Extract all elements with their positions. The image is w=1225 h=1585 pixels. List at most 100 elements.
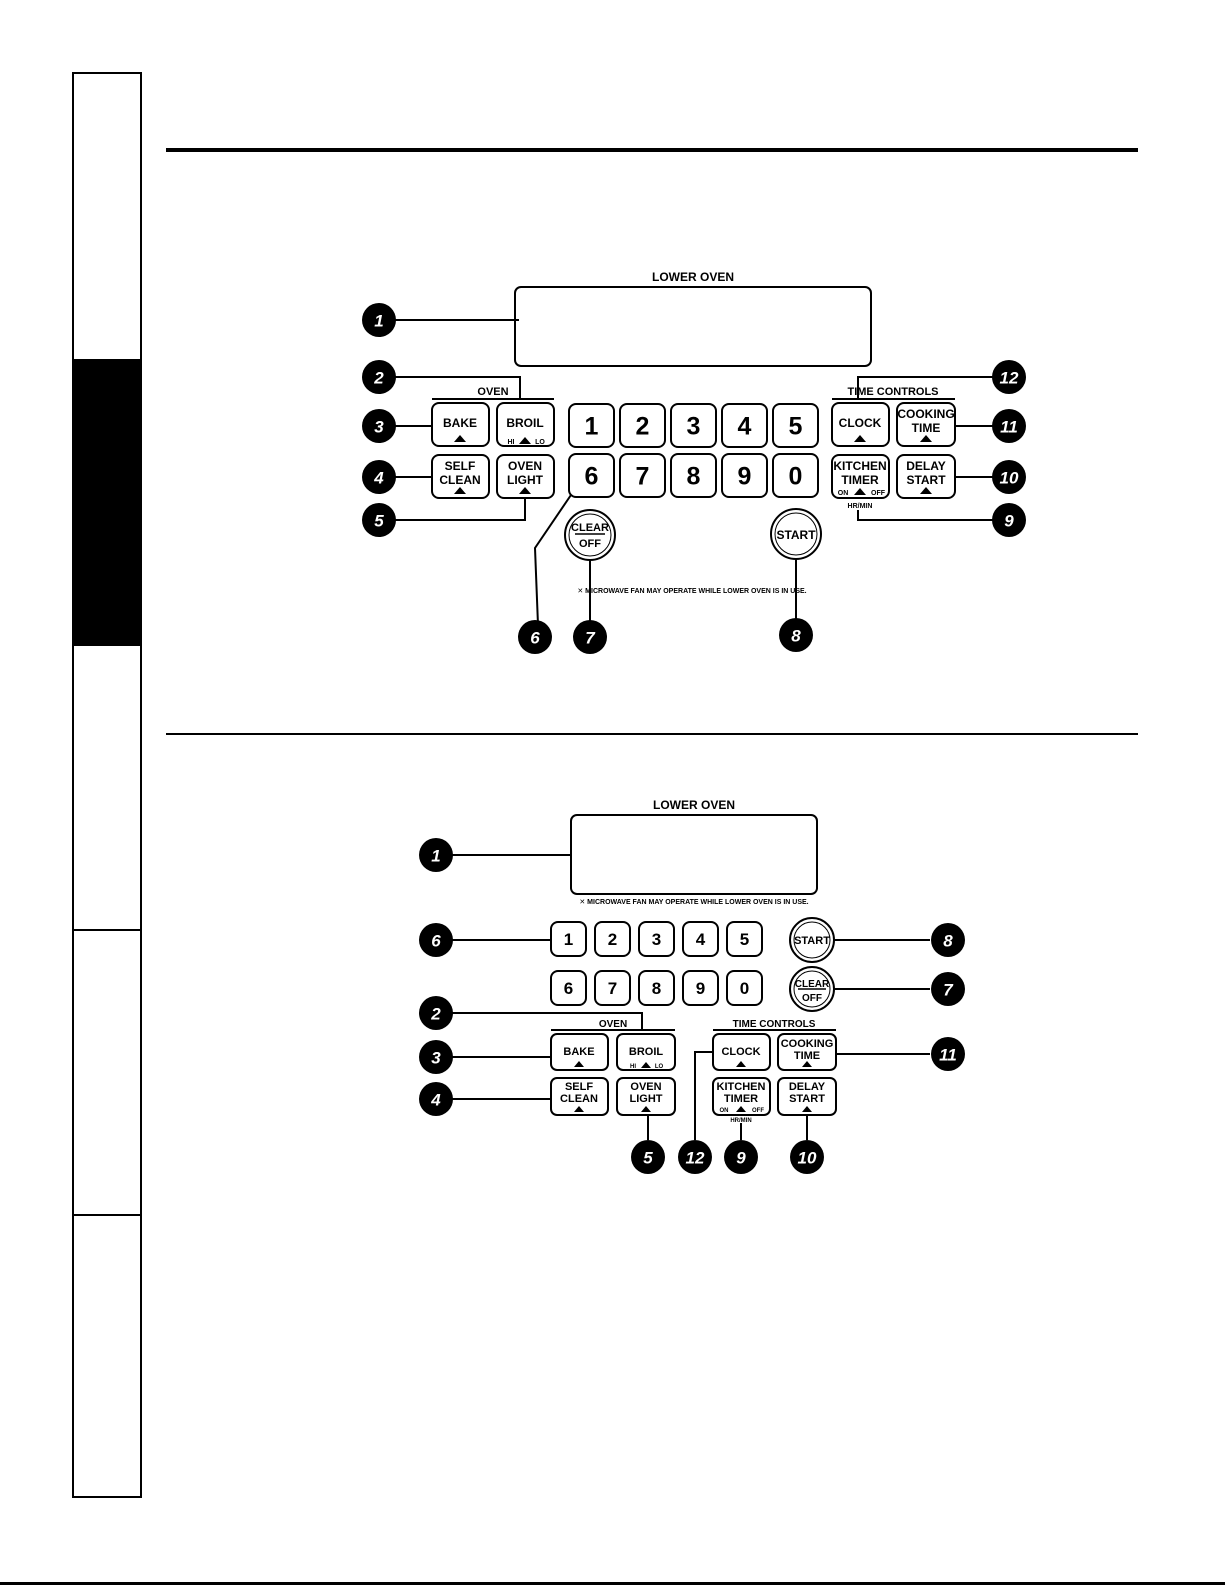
oven-group-label-compact: OVEN bbox=[599, 1019, 627, 1030]
start-button-compact[interactable]: START bbox=[789, 917, 835, 963]
svg-text:12: 12 bbox=[1000, 368, 1019, 387]
display-window-compact bbox=[570, 814, 818, 895]
svg-text:10: 10 bbox=[798, 1148, 817, 1167]
callout-9-compact: 9 bbox=[724, 1140, 758, 1174]
clear-off-button[interactable]: CLEAR OFF bbox=[564, 509, 616, 561]
section-tab-3 bbox=[74, 644, 140, 931]
control-panel-wide: LOWER OVEN OVEN TIME CONTROLS BAKE BROIL… bbox=[362, 270, 1026, 654]
section-rule-top bbox=[166, 148, 1138, 152]
svg-text:START: START bbox=[906, 473, 946, 487]
digit-6-button-compact[interactable]: 6 bbox=[550, 970, 587, 1006]
digit-5-button-compact[interactable]: 5 bbox=[726, 921, 763, 957]
display-title: LOWER OVEN bbox=[652, 270, 734, 284]
delay-start-button-compact[interactable]: DELAY START bbox=[777, 1077, 837, 1116]
hr-min-label: HR/MIN bbox=[848, 503, 873, 510]
clear-off-button-compact[interactable]: CLEAR OFF bbox=[789, 966, 835, 1012]
digit-9-button[interactable]: 9 bbox=[721, 453, 768, 498]
svg-text:CLEAR: CLEAR bbox=[571, 522, 609, 534]
delay-start-button[interactable]: DELAY START bbox=[896, 454, 956, 499]
svg-text:START: START bbox=[776, 528, 816, 542]
section-rule-middle bbox=[166, 733, 1138, 735]
oven-light-button-compact[interactable]: OVEN LIGHT bbox=[616, 1077, 676, 1116]
microwave-fan-note-compact: ✕ MICROWAVE FAN MAY OPERATE WHILE LOWER … bbox=[579, 899, 808, 906]
svg-text:OFF: OFF bbox=[752, 1108, 764, 1114]
self-clean-button[interactable]: SELF CLEAN bbox=[431, 454, 490, 499]
svg-text:OVEN: OVEN bbox=[508, 459, 542, 473]
digit-1-button-compact[interactable]: 1 bbox=[550, 921, 587, 957]
digit-0-button-compact[interactable]: 0 bbox=[726, 970, 763, 1006]
kitchen-timer-button[interactable]: KITCHEN TIMER ON OFF bbox=[831, 454, 890, 499]
digit-9-button-compact[interactable]: 9 bbox=[682, 970, 719, 1006]
svg-text:COOKING: COOKING bbox=[781, 1038, 834, 1050]
svg-text:START: START bbox=[789, 1093, 825, 1105]
svg-text:TIMER: TIMER bbox=[841, 473, 879, 487]
callout-12: 12 bbox=[992, 360, 1026, 394]
time-controls-label: TIME CONTROLS bbox=[847, 386, 938, 398]
digit-4-button-compact[interactable]: 4 bbox=[682, 921, 719, 957]
svg-text:2: 2 bbox=[636, 413, 650, 441]
svg-text:5: 5 bbox=[374, 511, 384, 530]
cooking-time-button[interactable]: COOKING TIME bbox=[896, 402, 956, 447]
svg-text:7: 7 bbox=[943, 980, 954, 999]
callout-2-compact: 2 bbox=[419, 996, 453, 1030]
digit-2-button-compact[interactable]: 2 bbox=[594, 921, 631, 957]
broil-button-compact[interactable]: BROIL HI LO bbox=[616, 1033, 676, 1071]
microwave-fan-note: ✕ MICROWAVE FAN MAY OPERATE WHILE LOWER … bbox=[577, 588, 806, 595]
svg-text:4: 4 bbox=[696, 930, 706, 949]
hr-min-label-compact: HR/MIN bbox=[730, 1118, 751, 1124]
callout-2: 2 bbox=[362, 360, 396, 394]
digit-5-button[interactable]: 5 bbox=[772, 403, 819, 448]
digit-3-button[interactable]: 3 bbox=[670, 403, 717, 448]
svg-text:BROIL: BROIL bbox=[629, 1046, 664, 1058]
bake-button-compact[interactable]: BAKE bbox=[550, 1033, 609, 1071]
page-bottom-rule bbox=[0, 1582, 1225, 1585]
digit-7-button[interactable]: 7 bbox=[619, 453, 666, 498]
digit-8-button-compact[interactable]: 8 bbox=[638, 970, 675, 1006]
svg-text:DELAY: DELAY bbox=[789, 1081, 826, 1093]
svg-text:LO: LO bbox=[535, 439, 545, 446]
svg-text:CLOCK: CLOCK bbox=[721, 1046, 760, 1058]
svg-text:6: 6 bbox=[564, 979, 573, 998]
svg-text:CLEAN: CLEAN bbox=[439, 473, 480, 487]
svg-text:0: 0 bbox=[789, 463, 803, 491]
callout-3: 3 bbox=[362, 409, 396, 443]
bake-button[interactable]: BAKE bbox=[431, 402, 490, 447]
control-panel-compact: LOWER OVEN ✕ MICROWAVE FAN MAY OPERATE W… bbox=[419, 798, 965, 1174]
clock-button[interactable]: CLOCK bbox=[831, 402, 890, 447]
svg-text:ON: ON bbox=[720, 1108, 729, 1114]
svg-text:5: 5 bbox=[789, 413, 803, 441]
svg-text:OFF: OFF bbox=[802, 993, 822, 1004]
svg-text:5: 5 bbox=[740, 930, 749, 949]
svg-text:10: 10 bbox=[1000, 468, 1019, 487]
svg-text:2: 2 bbox=[373, 368, 384, 387]
callout-11-compact: 11 bbox=[931, 1037, 965, 1071]
clock-button-compact[interactable]: CLOCK bbox=[712, 1033, 771, 1071]
broil-button[interactable]: BROIL HI LO bbox=[496, 402, 555, 447]
digit-3-button-compact[interactable]: 3 bbox=[638, 921, 675, 957]
start-button[interactable]: START bbox=[770, 508, 822, 560]
svg-text:4: 4 bbox=[373, 468, 384, 487]
digit-8-button[interactable]: 8 bbox=[670, 453, 717, 498]
callout-10: 10 bbox=[992, 460, 1026, 494]
section-tabs bbox=[72, 72, 142, 1498]
svg-text:TIME: TIME bbox=[912, 421, 941, 435]
display-title-compact: LOWER OVEN bbox=[653, 798, 735, 812]
svg-text:BAKE: BAKE bbox=[443, 416, 477, 430]
svg-text:LO: LO bbox=[655, 1064, 664, 1070]
svg-text:11: 11 bbox=[939, 1045, 957, 1064]
digit-6-button[interactable]: 6 bbox=[568, 453, 615, 498]
digit-2-button[interactable]: 2 bbox=[619, 403, 666, 448]
digit-0-button[interactable]: 0 bbox=[772, 453, 819, 498]
svg-text:1: 1 bbox=[374, 311, 383, 330]
oven-light-button[interactable]: OVEN LIGHT bbox=[496, 454, 555, 499]
display-window bbox=[514, 286, 872, 367]
digit-4-button[interactable]: 4 bbox=[721, 403, 768, 448]
cooking-time-button-compact[interactable]: COOKING TIME bbox=[777, 1033, 837, 1071]
digit-1-button[interactable]: 1 bbox=[568, 403, 615, 448]
self-clean-button-compact[interactable]: SELF CLEAN bbox=[550, 1077, 609, 1116]
digit-7-button-compact[interactable]: 7 bbox=[594, 970, 631, 1006]
kitchen-timer-button-compact[interactable]: KITCHEN TIMER ON OFF bbox=[712, 1077, 771, 1116]
